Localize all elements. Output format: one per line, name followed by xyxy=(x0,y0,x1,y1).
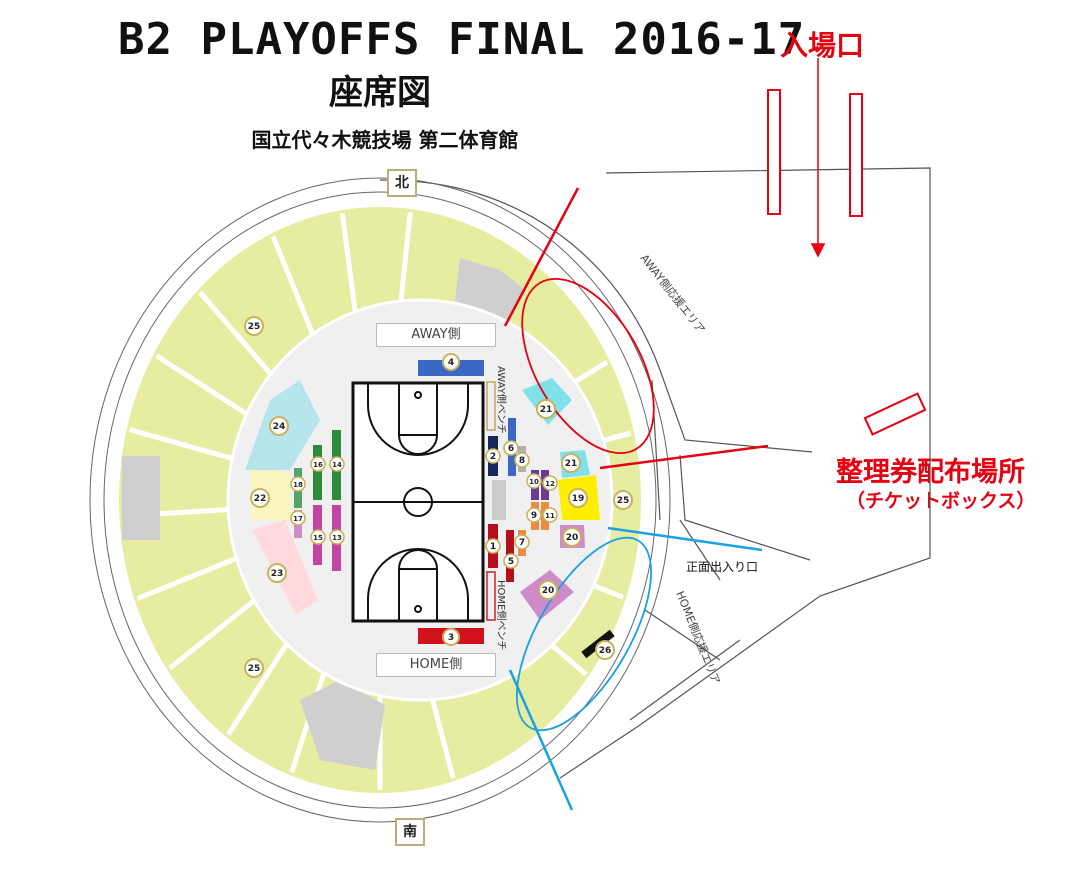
svg-text:3: 3 xyxy=(448,633,454,643)
section-badge-16: 16 xyxy=(310,456,326,472)
venue-name: 国立代々木競技場 第二体育館 xyxy=(251,128,519,152)
home-support-zone-label: HOME側応援エリア xyxy=(673,589,723,686)
gray-block-west xyxy=(122,456,160,540)
section-badge-3: 3 xyxy=(442,628,460,646)
south-badge: 南 xyxy=(395,818,425,846)
section-badge-25-e: 25 xyxy=(613,490,633,510)
section-badge-18: 18 xyxy=(290,476,306,492)
svg-text:5: 5 xyxy=(508,557,514,567)
svg-text:19: 19 xyxy=(572,494,585,504)
gray-court-side xyxy=(492,480,506,520)
section-badge-9: 9 xyxy=(526,507,542,523)
entrance-label: 入場口 xyxy=(780,29,865,62)
svg-text:20: 20 xyxy=(542,586,555,596)
svg-text:25: 25 xyxy=(248,322,261,332)
section-badge-13: 13 xyxy=(329,529,345,545)
ticket-box xyxy=(863,392,927,436)
svg-text:9: 9 xyxy=(531,511,537,521)
section-badge-20b: 20 xyxy=(538,580,558,600)
section-badge-24: 24 xyxy=(269,416,289,436)
svg-text:1: 1 xyxy=(490,542,496,552)
section-badge-10: 10 xyxy=(526,473,542,489)
svg-text:6: 6 xyxy=(508,444,514,454)
section-badge-5: 5 xyxy=(503,553,519,569)
section-badge-14: 14 xyxy=(329,456,345,472)
entrance-arrow xyxy=(810,58,826,258)
svg-text:4: 4 xyxy=(448,358,454,368)
svg-text:17: 17 xyxy=(293,515,303,523)
section-badge-17: 17 xyxy=(290,510,306,526)
svg-text:24: 24 xyxy=(273,422,286,432)
north-badge: 北 xyxy=(387,169,417,197)
svg-text:21: 21 xyxy=(565,459,578,469)
svg-text:25: 25 xyxy=(617,496,630,506)
section-badge-4: 4 xyxy=(442,353,460,371)
svg-text:23: 23 xyxy=(271,569,284,579)
entrance-gates xyxy=(767,89,863,217)
away-entry-markers xyxy=(503,187,769,470)
section-badge-25-sw: 25 xyxy=(244,658,264,678)
main-exit-label: 正面出入り口 xyxy=(686,560,759,574)
gray-block-south xyxy=(300,680,385,770)
away-bench-label: AWAY側ベンチ xyxy=(495,366,508,434)
page-title: B2 PLAYOFFS FINAL 2016-17 xyxy=(118,14,806,65)
svg-text:2: 2 xyxy=(490,452,496,462)
outer-rings xyxy=(89,177,671,823)
away-side-label: AWAY側 xyxy=(376,323,496,347)
section-badge-15: 15 xyxy=(310,529,326,545)
section-badge-6: 6 xyxy=(503,440,519,456)
home-bench-label: HOME側ベンチ xyxy=(495,580,508,650)
section-badge-22: 22 xyxy=(250,488,270,508)
home-bench-outline xyxy=(486,571,496,621)
home-entry-markers xyxy=(508,526,763,811)
section-badge-21b: 21 xyxy=(561,453,581,473)
ticket-distribution-sub: （チケットボックス） xyxy=(846,490,1036,512)
svg-text:16: 16 xyxy=(313,461,323,469)
home-side-label: HOME側 xyxy=(376,653,496,677)
svg-text:8: 8 xyxy=(519,456,525,466)
svg-text:14: 14 xyxy=(332,461,342,469)
svg-text:22: 22 xyxy=(254,494,267,504)
svg-text:12: 12 xyxy=(545,480,555,488)
svg-text:15: 15 xyxy=(313,534,323,542)
svg-text:13: 13 xyxy=(332,534,342,542)
section-badge-20a: 20 xyxy=(562,527,582,547)
section-badge-23: 23 xyxy=(267,563,287,583)
section-badges: 25 25 25 24 22 23 21 21 19 20 20 26 4 3 … xyxy=(244,316,633,678)
svg-text:26: 26 xyxy=(599,646,612,656)
section-badge-12: 12 xyxy=(542,475,558,491)
page-subtitle: 座席図 xyxy=(329,73,431,113)
away-support-zone-label: AWAY側応援エリア xyxy=(638,251,709,336)
section-badge-7: 7 xyxy=(514,534,530,550)
section-badge-19: 19 xyxy=(568,488,588,508)
svg-text:20: 20 xyxy=(566,533,579,543)
section-badge-1: 1 xyxy=(485,538,501,554)
svg-text:7: 7 xyxy=(519,538,525,548)
section-badge-21a: 21 xyxy=(536,399,556,419)
section-badge-25-nw: 25 xyxy=(244,316,264,336)
basketball-court xyxy=(351,381,485,623)
section-badge-2: 2 xyxy=(485,448,501,464)
svg-text:10: 10 xyxy=(529,478,539,486)
svg-text:11: 11 xyxy=(545,512,555,520)
section-badge-8: 8 xyxy=(514,452,530,468)
section-badge-26: 26 xyxy=(595,640,615,660)
section-16-block xyxy=(313,445,322,500)
svg-text:18: 18 xyxy=(293,481,303,489)
away-bench-outline xyxy=(486,381,496,431)
svg-text:21: 21 xyxy=(540,405,553,415)
svg-text:25: 25 xyxy=(248,664,261,674)
section-badge-11: 11 xyxy=(542,507,558,523)
